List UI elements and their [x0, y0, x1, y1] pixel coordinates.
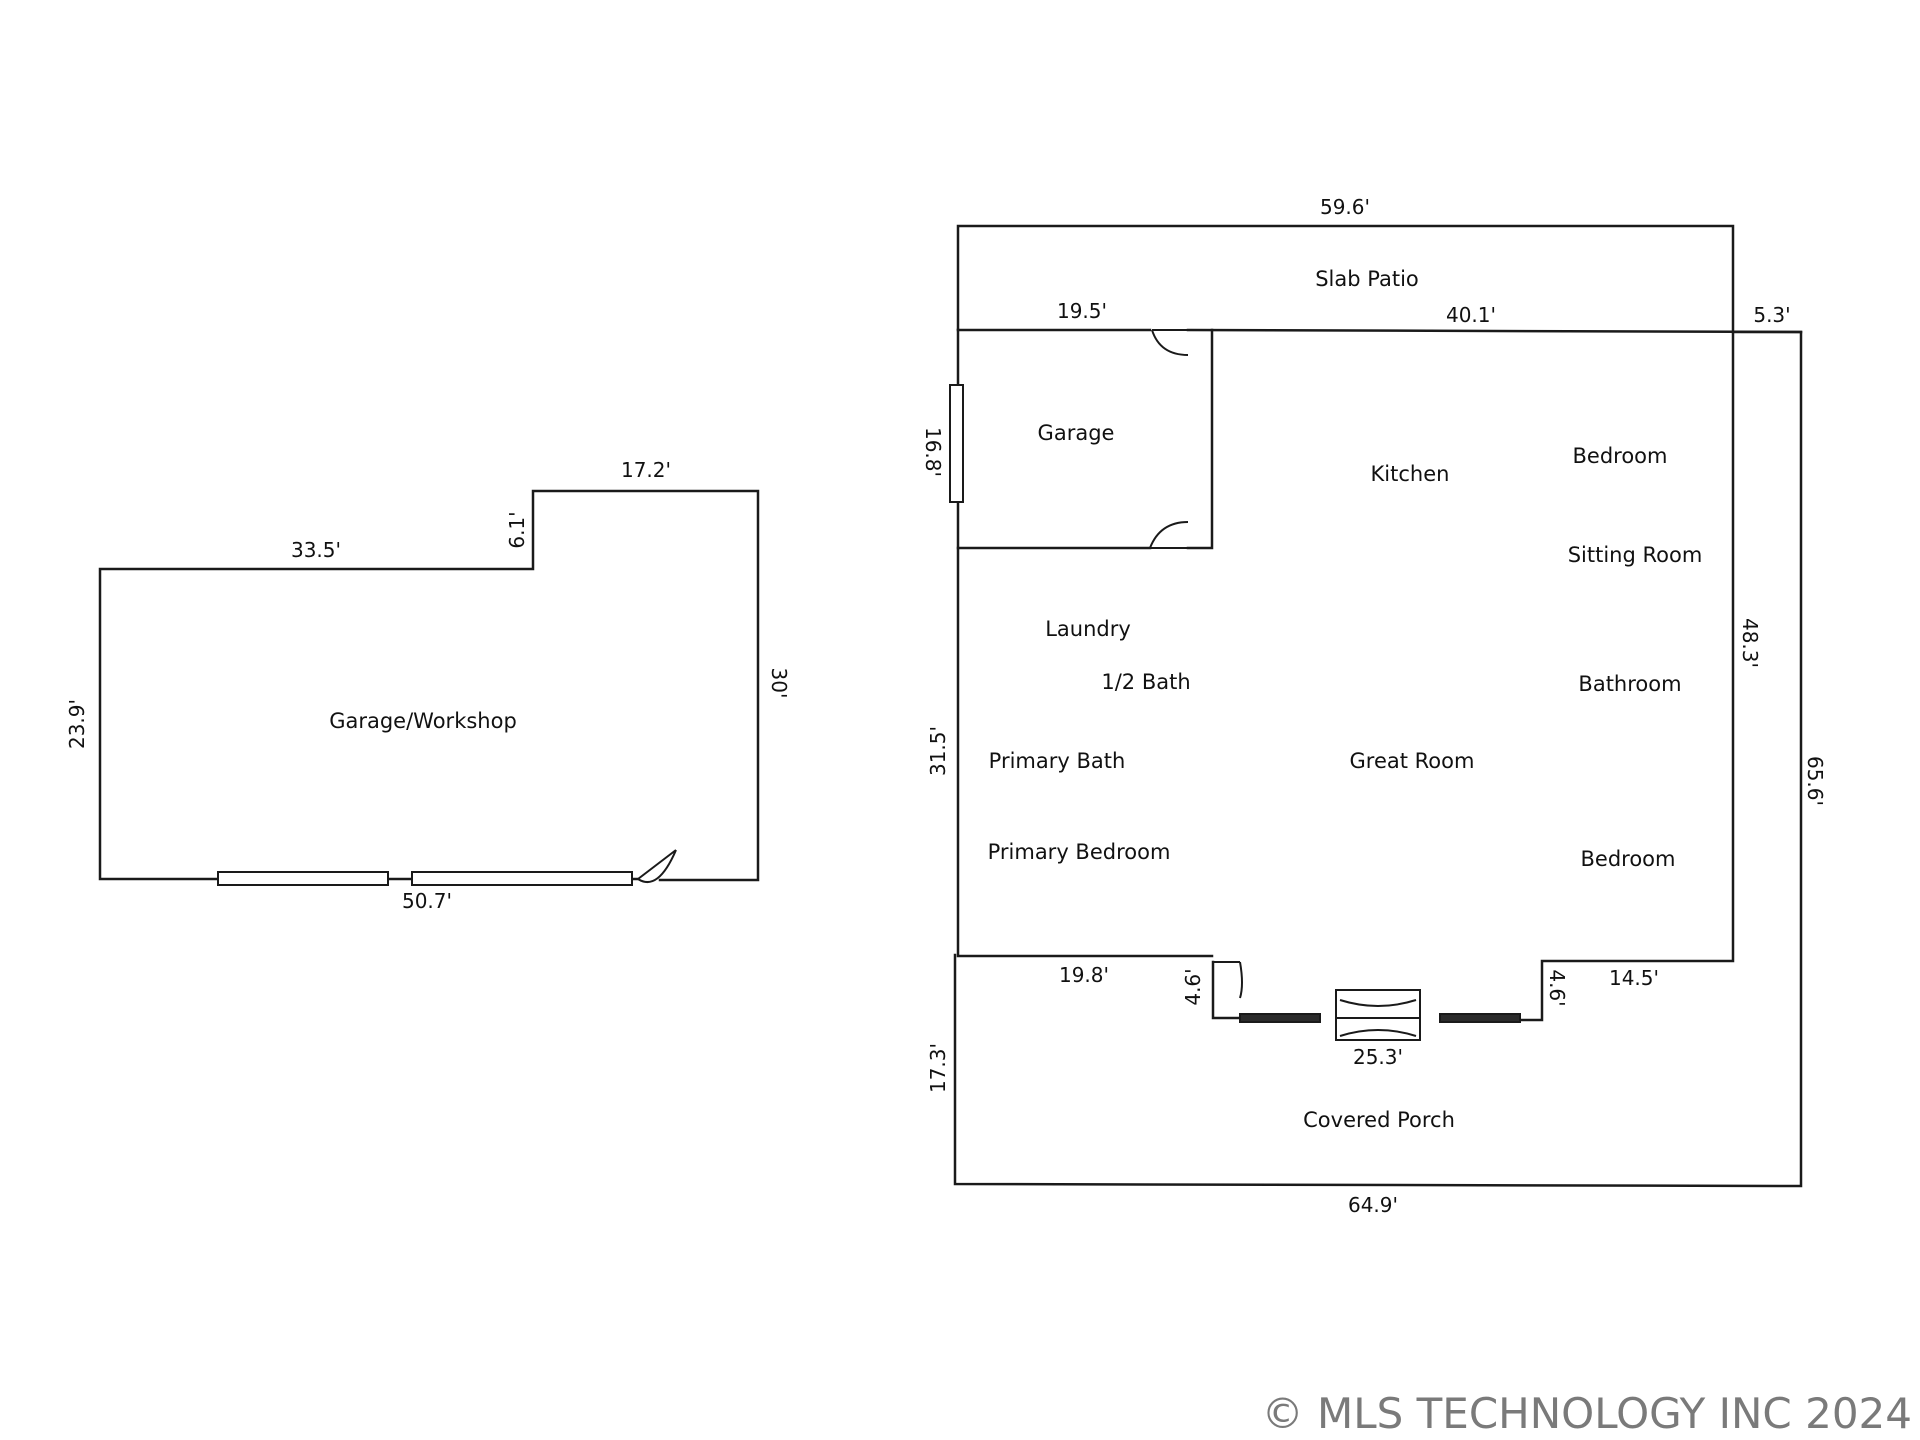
- dim-workshop-top-left: 33.5': [291, 538, 341, 562]
- copyright-watermark: © MLS TECHNOLOGY INC 2024: [1262, 1389, 1912, 1438]
- dim-left-main: 31.5': [926, 726, 950, 776]
- patio-garage-door: [1151, 329, 1189, 356]
- room-bedroom-2: Bedroom: [1581, 847, 1676, 871]
- front-window-left: [1239, 1013, 1321, 1023]
- room-garage-workshop: Garage/Workshop: [329, 709, 517, 733]
- dim-main-top: 40.1': [1446, 303, 1496, 327]
- workshop-outline: [98, 489, 760, 882]
- house-front-notch-left: [1211, 960, 1242, 1020]
- front-entry-door: [1335, 989, 1421, 1041]
- dim-workshop-bottom: 50.7': [402, 889, 452, 913]
- workshop-entry-door: [637, 849, 677, 884]
- front-window-right: [1439, 1013, 1521, 1023]
- room-garage: Garage: [1038, 421, 1115, 445]
- dim-porch-mid: 25.3': [1353, 1045, 1403, 1069]
- dim-workshop-right: 30': [767, 668, 791, 699]
- house-top-wall-main: [1186, 328, 1803, 334]
- dim-porch-right-seg: 14.5': [1609, 966, 1659, 990]
- room-kitchen: Kitchen: [1371, 462, 1450, 486]
- house-left-wall: [956, 328, 1214, 958]
- garage-right-wall: [1186, 328, 1214, 550]
- dim-right-outer: 65.6': [1803, 756, 1827, 806]
- workshop-plan: Garage/Workshop 33.5' 17.2' 50.7' 6.1' 2…: [65, 458, 791, 913]
- dim-notch-right: 4.6': [1545, 969, 1569, 1006]
- dim-house-top: 59.6': [1320, 195, 1370, 219]
- room-covered-porch: Covered Porch: [1303, 1108, 1455, 1132]
- dim-house-bottom: 64.9': [1348, 1193, 1398, 1217]
- garage-house-door: [1149, 521, 1189, 549]
- patio-outline: [953, 224, 1803, 1188]
- workshop-overhead-door-2: [411, 871, 633, 886]
- room-slab-patio: Slab Patio: [1315, 267, 1419, 291]
- front-side-door: [1213, 961, 1243, 999]
- room-bedroom-1: Bedroom: [1573, 444, 1668, 468]
- dim-workshop-step: 6.1': [505, 511, 529, 548]
- room-bathroom: Bathroom: [1578, 672, 1681, 696]
- dim-garage-top: 19.5': [1057, 299, 1107, 323]
- house-plan: Slab Patio Garage Kitchen Bedroom Sittin…: [921, 195, 1827, 1217]
- dim-workshop-top-right: 17.2': [621, 458, 671, 482]
- dim-porch-left: 17.3': [926, 1043, 950, 1093]
- house-right-wall: [1520, 330, 1735, 1022]
- dim-offset: 5.3': [1753, 303, 1790, 327]
- room-laundry: Laundry: [1045, 617, 1131, 641]
- room-great-room: Great Room: [1350, 749, 1475, 773]
- workshop-overhead-door-1: [217, 871, 389, 886]
- dim-workshop-left: 23.9': [65, 699, 89, 749]
- dim-right-inner: 48.3': [1738, 618, 1762, 668]
- room-primary-bath: Primary Bath: [989, 749, 1126, 773]
- dim-garage-left: 16.8': [921, 427, 945, 477]
- dim-notch-left: 4.6': [1181, 968, 1205, 1005]
- room-primary-bedroom: Primary Bedroom: [988, 840, 1171, 864]
- dim-porch-left-seg: 19.8': [1059, 963, 1109, 987]
- room-half-bath: 1/2 Bath: [1101, 670, 1190, 694]
- room-sitting-room: Sitting Room: [1568, 543, 1703, 567]
- garage-side-window: [949, 384, 964, 503]
